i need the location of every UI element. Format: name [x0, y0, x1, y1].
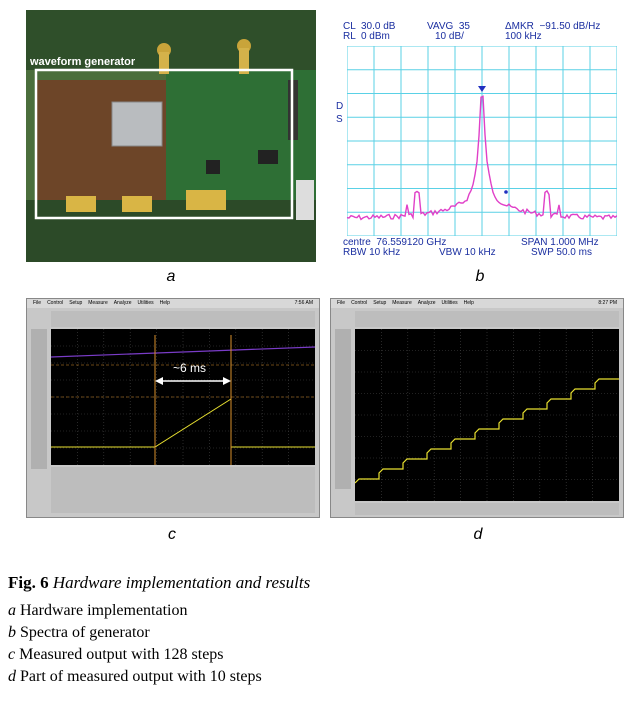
- header-left-2: RL 0 dBm: [343, 31, 390, 42]
- side-d: D: [336, 101, 344, 112]
- spectrum-plot: CL 30.0 dB RL 0 dBm VAVG 35 10 dB/ ΔMKR …: [335, 10, 625, 262]
- footer-left-1: centre 76.559120 GHz: [343, 237, 447, 248]
- footer-left-2: RBW 10 kHz: [343, 247, 401, 258]
- side-s: S: [336, 114, 343, 125]
- hardware-photo: waveform generator: [26, 10, 316, 262]
- spectrum-trace: [347, 95, 617, 221]
- figure-caption-title: Fig. 6 Hardware implementation and resul…: [8, 573, 310, 593]
- header-mid-1: VAVG 35: [427, 21, 470, 32]
- caption-item: c Measured output with 128 steps: [8, 646, 224, 663]
- waveform-generator-label: waveform generator: [30, 56, 136, 68]
- scope-channel-bar: [355, 311, 619, 327]
- header-left-1: CL 30.0 dB: [343, 21, 396, 32]
- highlight-box: [34, 68, 294, 220]
- figure-title: Hardware implementation and results: [52, 573, 311, 592]
- scope-screen-c: ~6 ms: [50, 329, 316, 465]
- footer-mid: VBW 10 kHz: [439, 247, 496, 258]
- duration-annotation: ~6 ms: [173, 361, 207, 375]
- sublabel-d: d: [473, 526, 483, 543]
- delta-marker: [504, 190, 508, 194]
- scope-sidebar: [31, 329, 47, 469]
- scope-channel-bar: [51, 311, 315, 327]
- scope-readout-area: [355, 503, 619, 515]
- sublabel-c: c: [168, 526, 176, 543]
- caption-item: a Hardware implementation: [8, 602, 188, 619]
- footer-right-2: SWP 50.0 ms: [531, 247, 592, 258]
- caption-item: d Part of measured output with 10 steps: [8, 668, 262, 685]
- scope-screen-d: [354, 329, 619, 501]
- time-readout-c: 7:56 AM: [294, 300, 313, 306]
- figure-number: Fig. 6: [8, 573, 49, 592]
- spectrum-screen: [347, 46, 617, 236]
- pcb-illustration: [26, 10, 316, 262]
- time-readout-d: 8:27 PM: [598, 300, 617, 306]
- footer-right-1: SPAN 1.000 MHz: [521, 237, 599, 248]
- scope-sidebar: [335, 329, 351, 489]
- header-right-2: 100 kHz: [505, 31, 542, 42]
- staircase-trace: [354, 378, 619, 484]
- peak-marker: [478, 86, 486, 92]
- sublabel-a: a: [166, 268, 176, 285]
- header-mid-2: 10 dB/: [435, 31, 464, 42]
- caption-item: b Spectra of generator: [8, 624, 150, 641]
- scope-readout-area: [51, 467, 315, 513]
- header-right-1: ΔMKR −91.50 dB/Hz: [505, 21, 601, 32]
- sublabel-b: b: [475, 268, 485, 285]
